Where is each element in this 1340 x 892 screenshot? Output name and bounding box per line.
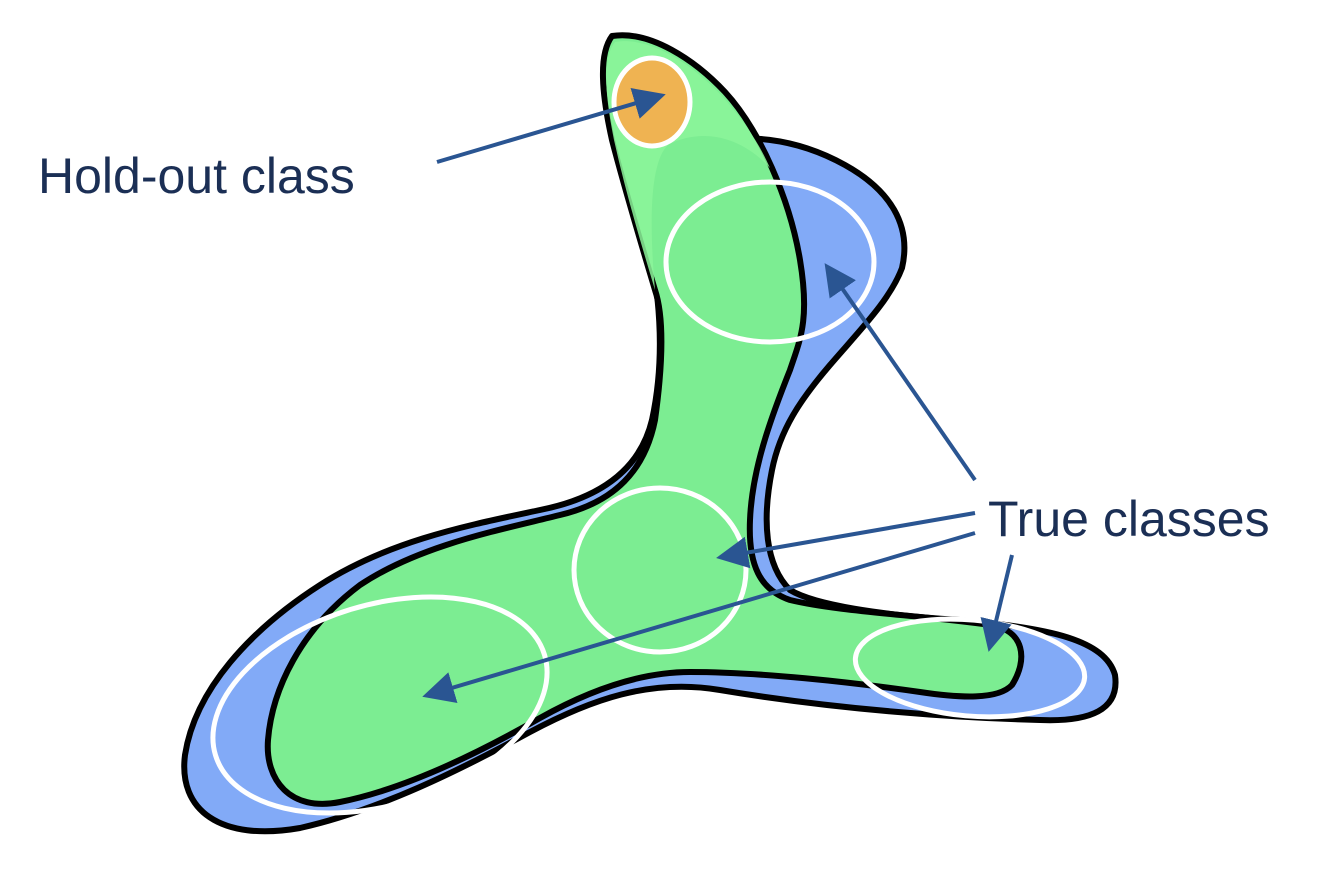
true-class-ring-top — [663, 179, 877, 345]
true-class-ring-left — [210, 594, 550, 816]
arrow-true-left — [422, 531, 976, 703]
arrow-holdout — [436, 88, 666, 164]
arrow-true-right — [980, 554, 1014, 652]
holdout-class-label: Hold-out class — [38, 148, 355, 204]
arrow-true-top — [824, 263, 977, 482]
true-classes-label: True classes — [988, 491, 1270, 547]
holdout-class-circle — [611, 55, 693, 149]
arrow-true-center — [716, 511, 976, 569]
green-predicted-region — [264, 32, 1025, 807]
true-class-ring-center — [571, 485, 749, 655]
true-class-ring-right — [852, 616, 1088, 720]
